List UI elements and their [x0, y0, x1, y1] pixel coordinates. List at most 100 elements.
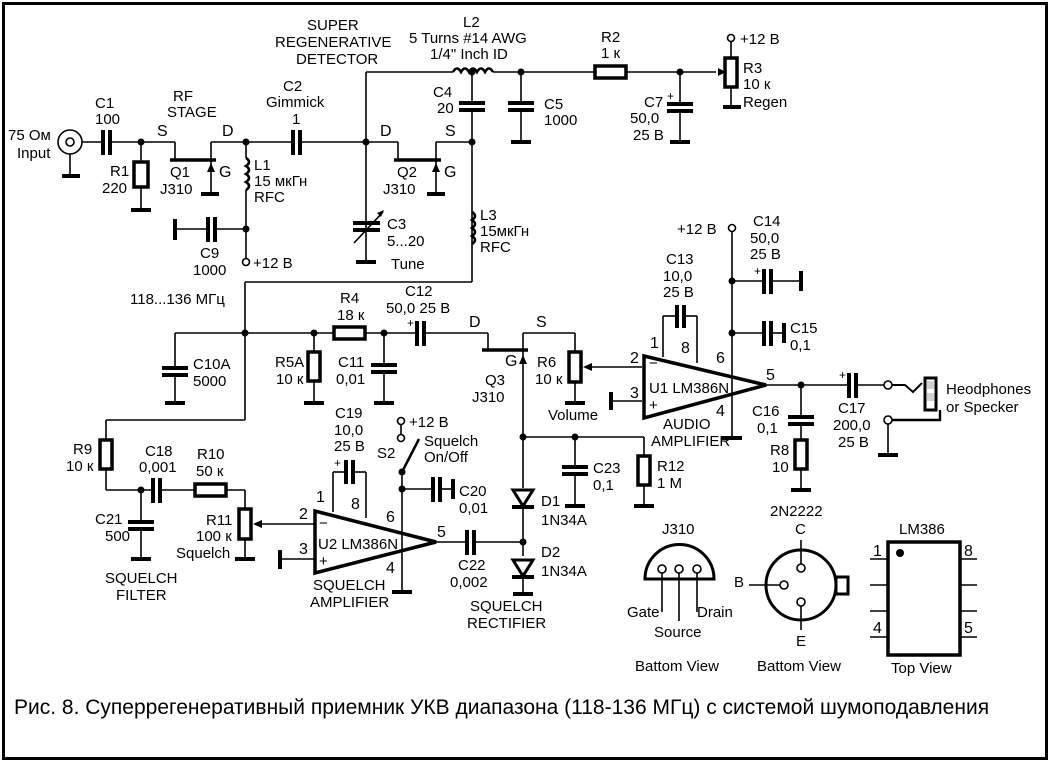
capacitor-c23: [562, 465, 588, 476]
capacitor-c2: [291, 130, 302, 155]
q2-source-pin: S: [445, 123, 456, 140]
c9-value: 1000: [193, 262, 226, 279]
c4-value: 20: [437, 100, 454, 117]
input-label: Input: [17, 145, 51, 162]
c20-value: 0,01: [459, 500, 488, 517]
s2-label: S2: [377, 445, 395, 462]
switch-s2-contact: [396, 433, 406, 443]
transistor-q1: [170, 142, 219, 196]
c11-label: C11: [338, 354, 364, 371]
2n2222-emitter-label: E: [796, 633, 806, 650]
c5-value: 1000: [544, 112, 577, 129]
c16-value: 0,1: [757, 420, 778, 437]
r10-label: R10: [197, 446, 225, 463]
l3-type: RFC: [480, 239, 511, 256]
potentiometer-r6: [567, 350, 583, 384]
capacitor-c15: [762, 321, 773, 346]
c12-polarity: +: [407, 316, 414, 330]
diode-d2: [510, 558, 536, 579]
d1-label: D1: [541, 493, 560, 510]
r4-value: 18 к: [337, 307, 365, 324]
capacitor-c12: [415, 321, 426, 346]
j310-source-label: Source: [654, 624, 702, 641]
detector-label-1: SUPER: [307, 17, 359, 34]
q3-label: Q3: [485, 372, 505, 389]
inductor-l3: [469, 210, 477, 246]
r1-value: 220: [102, 180, 127, 197]
q2-drain-pin: D: [380, 123, 392, 140]
r6-value: 10 к: [535, 371, 563, 388]
q1-type: J310: [160, 181, 193, 198]
q3-drain-pin: D: [469, 314, 481, 331]
c14-polarity: +: [754, 264, 761, 278]
j310-gate-label: Gate: [627, 604, 660, 621]
r10-value: 50 к: [196, 463, 224, 480]
c1-label: C1: [95, 95, 114, 112]
r3-value: 10 к: [743, 76, 771, 93]
d2-label: D2: [541, 544, 560, 561]
supply-terminal: [241, 257, 251, 267]
c17-voltage: 25 В: [838, 434, 869, 451]
r2-value: 1 к: [601, 45, 621, 62]
rf-input-connector: [57, 129, 83, 178]
lm386-pin5: 5: [964, 620, 973, 637]
r12-value: 1 M: [657, 475, 682, 492]
u1-pin8: 8: [681, 340, 690, 357]
lm386-pinout: [870, 540, 977, 657]
2n2222-title: 2N2222: [770, 503, 823, 520]
audio-amp-label-2: AMPLIFIER: [651, 433, 730, 450]
c15-label: C15: [790, 320, 818, 337]
l2-turns: 5 Turns #14 AWG: [409, 30, 527, 47]
r8-label: R8: [770, 442, 789, 459]
resistor-r2: [593, 64, 628, 80]
c4-label: C4: [433, 84, 452, 101]
c3-tune-label: Tune: [391, 256, 425, 273]
capacitor-c13: [675, 305, 686, 328]
l1-value: 15 мкГн: [254, 173, 307, 190]
u2-pin5: 5: [437, 524, 446, 541]
j310-title: J310: [662, 521, 695, 538]
switch-s2-lever[interactable]: [400, 438, 421, 473]
audio-amp-label-1: AUDIO: [663, 416, 711, 433]
q3-type: J310: [472, 389, 505, 406]
c19-polarity: +: [334, 456, 341, 470]
resistor-r5a: [306, 350, 322, 383]
c2-value: 1: [292, 111, 300, 128]
2n2222-pinout: [749, 540, 850, 630]
c2-label: C2: [283, 78, 302, 95]
capacitor-c9: [173, 217, 246, 242]
lm386-pin1: 1: [873, 543, 882, 560]
r12-label: R12: [657, 458, 685, 475]
u1-minus: −: [649, 355, 658, 372]
u1-pin5: 5: [766, 367, 775, 384]
d1-type: 1N34A: [541, 512, 587, 529]
supply-label-rf: +12 В: [253, 255, 293, 272]
inductor-l1: [243, 142, 251, 258]
output-label-2: or Specker: [946, 399, 1019, 416]
r9-label: R9: [73, 441, 92, 458]
supply-label-regen: +12 В: [740, 31, 780, 48]
c7-polarity: +: [667, 89, 674, 103]
l1-type: RFC: [254, 189, 285, 206]
u2-minus: −: [319, 515, 328, 532]
c3-value: 5...20: [387, 233, 425, 250]
q2-label: Q2: [397, 164, 417, 181]
l3-value: 15мкГн: [480, 223, 529, 240]
c3-label: C3: [387, 216, 406, 233]
j310-view-label: Battom View: [635, 658, 719, 675]
u2-label: U2 LM386N: [318, 536, 398, 553]
squelch-rect-label-2: RECTIFIER: [467, 615, 546, 632]
c12-value: 50,0 25 В: [386, 300, 450, 317]
supply-label-audio: +12 В: [677, 221, 717, 238]
q3-gate-pin: G: [505, 353, 517, 370]
c19-label: C19: [335, 405, 363, 422]
c2-type: Gimmick: [266, 94, 325, 111]
capacitor-c17: [847, 373, 858, 398]
r6-volume-label: Volume: [548, 407, 598, 424]
r5a-label: R5A: [275, 354, 304, 371]
c10a-label: C10A: [193, 356, 231, 373]
capacitor-c3-variable: [353, 210, 384, 264]
c21-value: 500: [105, 528, 130, 545]
capacitor-c14: [762, 269, 773, 294]
